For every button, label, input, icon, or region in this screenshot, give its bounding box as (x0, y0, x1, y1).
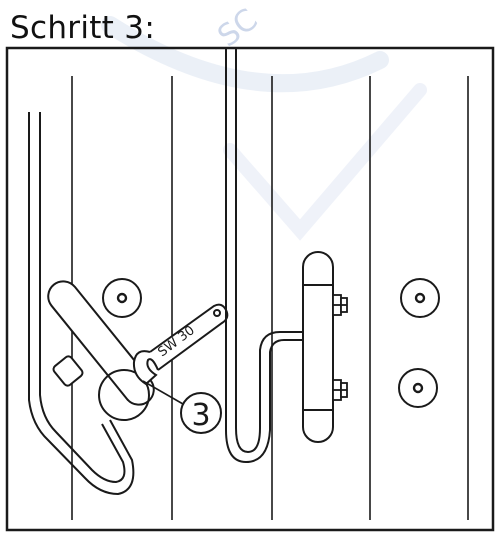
watermark-text: SC (211, 2, 264, 54)
center-hose (225, 48, 303, 464)
connector-nut-top (332, 294, 348, 316)
wall-plug-right-bottom (398, 368, 438, 408)
frame (5, 46, 495, 532)
callout-leader (142, 380, 184, 405)
wall-plug-right-top (400, 278, 440, 318)
wrench (132, 303, 229, 386)
callout-number: 3 (191, 398, 210, 433)
wall-plug-left (102, 278, 142, 318)
watermark: SC (101, 2, 427, 241)
step-title: Schritt 3: (10, 10, 156, 46)
left-hose (28, 112, 135, 496)
thermostat-body (302, 251, 334, 443)
hand-shower (47, 280, 155, 406)
wall-bracket-disc (98, 369, 150, 421)
connector-nut-bottom (332, 379, 348, 401)
wall-panel-lines (71, 76, 469, 520)
callout-circle (180, 392, 222, 434)
